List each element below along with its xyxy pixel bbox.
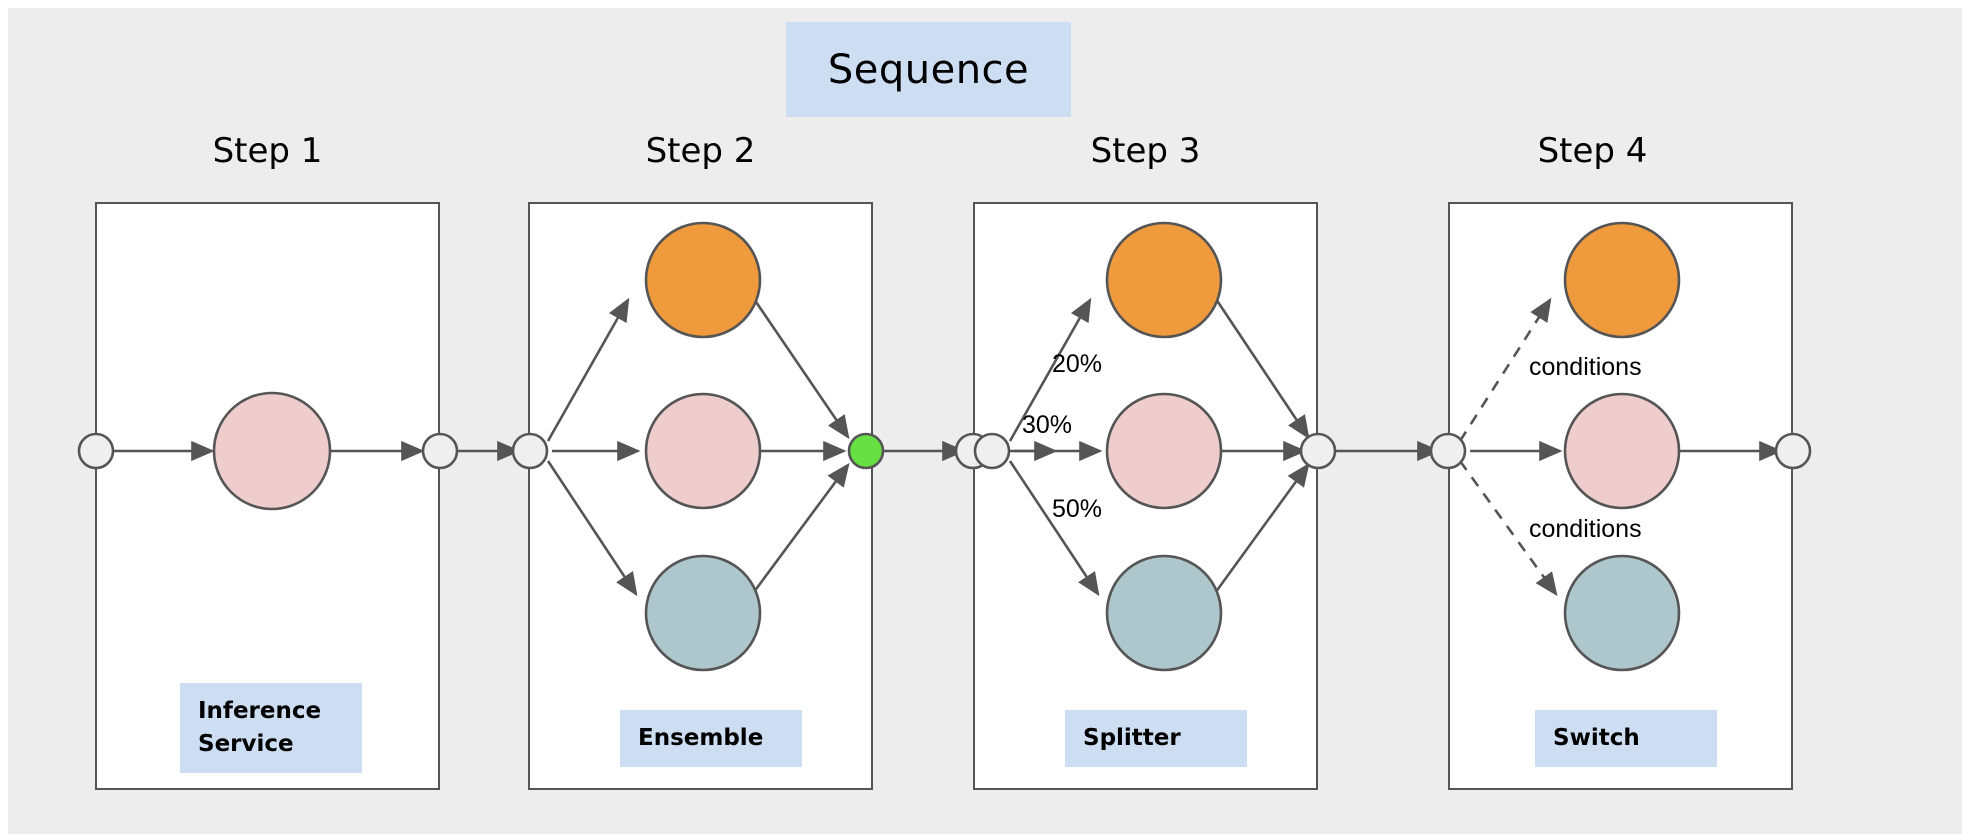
tag-box-switch: Switch: [1535, 710, 1717, 767]
edge-split3-bottom: [1008, 460, 1100, 597]
edge-split2-top: [546, 297, 630, 442]
node-case-bottom[interactable]: [1563, 554, 1681, 672]
node-branch-bottom[interactable]: [1105, 554, 1223, 672]
edge-split2-bottom: [546, 460, 638, 597]
node-case-top[interactable]: [1563, 221, 1681, 339]
edge-label-50-percent: 50%: [1052, 495, 1103, 523]
step-title-4: Step 4: [1537, 131, 1648, 171]
node-case-middle[interactable]: [1563, 392, 1681, 510]
connector-end[interactable]: [1774, 432, 1812, 470]
step-title-1: Step 1: [212, 131, 323, 171]
connector-start[interactable]: [77, 432, 115, 470]
tag-label-splitter: Splitter: [1083, 724, 1181, 751]
connector-entry-4[interactable]: [1429, 432, 1467, 470]
edge-label-conditions-bottom: conditions: [1529, 515, 1642, 543]
edge-split3-top: [1008, 297, 1092, 442]
edge-join3-top: [1212, 295, 1310, 440]
connector-entry-3[interactable]: [973, 432, 1011, 470]
tag-box-splitter: Splitter: [1065, 710, 1247, 767]
step-title-3: Step 3: [1090, 131, 1201, 171]
edge-condition-bottom: [1458, 460, 1558, 597]
node-branch-middle[interactable]: [1105, 392, 1223, 510]
tag-label-switch: Switch: [1553, 724, 1640, 751]
diagram-title: Sequence: [827, 46, 1030, 93]
tag-box-ensemble: Ensemble: [620, 710, 802, 767]
edge-label-30-percent: 30%: [1022, 411, 1073, 439]
connector-exit-1[interactable]: [421, 432, 459, 470]
connector-entry-2[interactable]: [511, 432, 549, 470]
step-title-2: Step 2: [645, 131, 756, 171]
tag-label-service: Service: [198, 731, 294, 757]
tag-label-inference: Inference: [198, 697, 322, 724]
node-branch-top[interactable]: [1105, 221, 1223, 339]
connector-join-green[interactable]: [847, 432, 885, 470]
edge-join2-bottom: [746, 462, 850, 601]
diagram-title-box: Sequence: [786, 22, 1071, 117]
edge-condition-top: [1458, 297, 1552, 442]
edge-join3-bottom: [1208, 462, 1310, 601]
connector-exit-3[interactable]: [1299, 432, 1337, 470]
edge-join2-top: [750, 295, 850, 440]
node-model-b[interactable]: [644, 392, 762, 510]
tag-label-ensemble: Ensemble: [638, 724, 764, 751]
edge-label-conditions-top: conditions: [1529, 353, 1642, 381]
node-model-c[interactable]: [644, 554, 762, 672]
node-model-a[interactable]: [644, 221, 762, 339]
edge-label-20-percent: 20%: [1052, 350, 1103, 378]
node-service-node[interactable]: [212, 391, 332, 511]
tag-box-inference-service: Inference Service: [180, 683, 362, 773]
